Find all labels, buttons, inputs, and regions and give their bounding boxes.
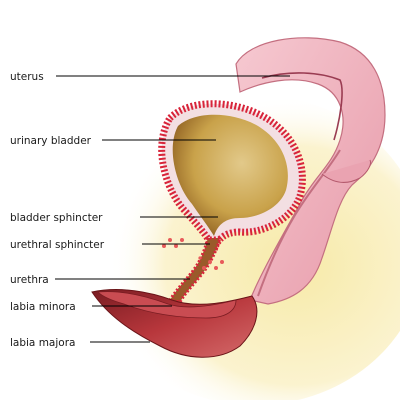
labia-minora-shape: [97, 291, 237, 319]
label-labia-majora: labia majora: [10, 337, 75, 349]
label-urinary-bladder: urinary bladder: [10, 135, 92, 147]
label-urethral-sphincter: urethral sphincter: [10, 239, 105, 251]
label-uterus: uterus: [10, 71, 44, 83]
label-labia-minora: labia minora: [10, 301, 76, 313]
vaginal-canal: [257, 149, 341, 297]
label-bladder-sphincter: bladder sphincter: [10, 212, 103, 224]
uterine-cavity: [261, 72, 343, 141]
bladder-lumen: [172, 114, 288, 236]
sphincter-muscle-dots: [162, 238, 224, 270]
label-urethra: urethra: [10, 274, 49, 286]
cervix: [321, 159, 371, 183]
uterus-shape: [235, 37, 386, 305]
